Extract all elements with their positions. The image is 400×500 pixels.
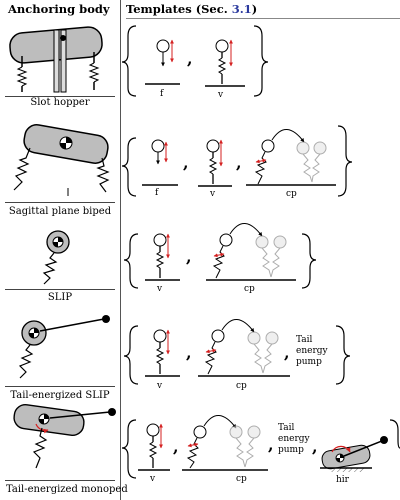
tail-slip-body: [18, 315, 110, 379]
label-cp-row4: cp: [236, 381, 247, 391]
section-reference-link[interactable]: 3.1: [231, 2, 252, 16]
row4-templates: v , cp , Tail energy pump: [123, 319, 351, 391]
label-v-row1: v: [217, 90, 224, 100]
pump-label-row4-line2: energy: [296, 346, 329, 356]
label-v-row2: v: [209, 189, 216, 199]
svg-text:,: ,: [268, 435, 274, 454]
pump-label-row5-line1: Tail: [278, 423, 295, 433]
row-separator: [5, 386, 115, 387]
row2-templates: f , v , cp: [121, 125, 353, 199]
svg-text:,: ,: [284, 343, 290, 362]
label-hir-row5: hir: [336, 475, 350, 485]
hir-template: [320, 436, 388, 472]
label-cp-row5: cp: [236, 474, 247, 484]
column-divider: [120, 0, 121, 500]
cp-ghost-row3: [255, 235, 287, 278]
label-cp-row2: cp: [286, 189, 297, 199]
row-separator: [5, 480, 115, 481]
row1-templates: f , v: [121, 25, 269, 100]
label-v-row4: v: [156, 381, 163, 391]
svg-text:,: ,: [186, 343, 192, 362]
row5-templates: v , cp , Tail energy pump ,: [121, 415, 400, 485]
pump-label-row4-line1: Tail: [296, 335, 313, 345]
pump-label-row4-line3: pump: [296, 357, 322, 367]
templates-header-text: Templates (Sec.: [126, 2, 232, 16]
caption-tail-monoped: Tail-energized monoped: [6, 484, 128, 495]
cp-ghost-row4: [247, 331, 279, 374]
caption-sagittal-biped: Sagittal plane biped: [8, 206, 112, 217]
label-v-row5: v: [149, 474, 156, 484]
row-separator: [5, 96, 115, 97]
label-cp-row3: cp: [244, 284, 255, 294]
tail-monoped-body: [13, 403, 116, 469]
row-separator: [5, 289, 115, 290]
templates-header: Templates (Sec. 3.1): [126, 2, 257, 16]
row-separator: [5, 202, 115, 203]
pump-label-row5-line3: pump: [278, 445, 304, 455]
svg-text:,: ,: [173, 437, 179, 456]
pump-label-row5-line2: energy: [278, 434, 311, 444]
cp-ghost-row5: [229, 425, 261, 468]
anchoring-body-header: Anchoring body: [8, 2, 110, 16]
label-f-row1: f: [160, 89, 164, 99]
slot-hopper-body: [9, 26, 103, 93]
cp-ghost-row2: [296, 141, 327, 183]
svg-text:,: ,: [186, 247, 192, 266]
label-v-row3: v: [156, 284, 163, 294]
templates-header-suffix: ): [251, 2, 258, 16]
slip-body: [42, 230, 70, 285]
svg-text:,: ,: [312, 437, 318, 456]
header-rule: [126, 18, 400, 19]
svg-text:,: ,: [236, 153, 242, 172]
caption-slip: SLIP: [47, 292, 73, 303]
svg-text:,: ,: [187, 49, 193, 68]
sagittal-biped-body: [13, 124, 110, 196]
caption-slot-hopper: Slot hopper: [30, 97, 90, 108]
row3-templates: v , cp: [123, 223, 317, 294]
caption-tail-slip: Tail-energized SLIP: [10, 390, 110, 401]
svg-text:,: ,: [183, 153, 189, 172]
label-f-row2: f: [155, 188, 159, 198]
